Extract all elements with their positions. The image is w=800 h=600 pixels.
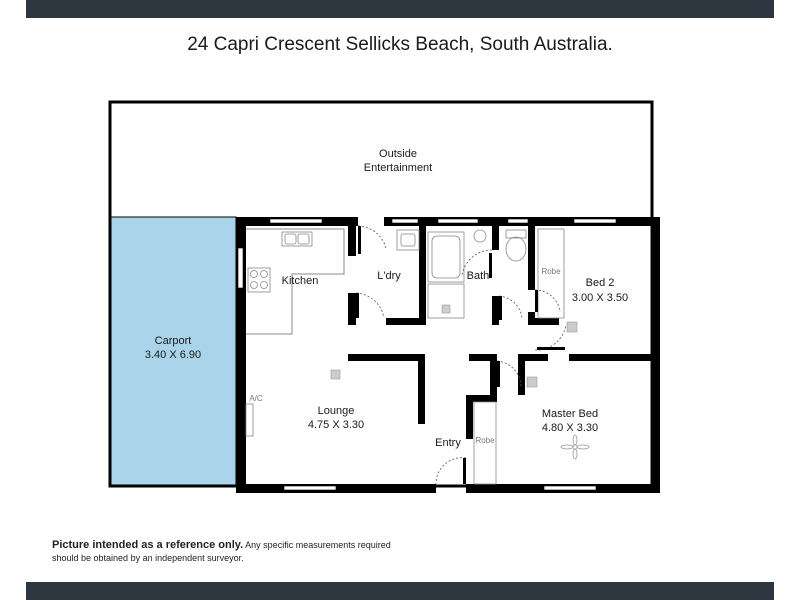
bathtub (427, 231, 465, 283)
bathtub-inner (431, 235, 461, 279)
label-master-dims: 4.80 X 3.30 (542, 422, 598, 434)
disclaimer-rest: Any specific measurements required shoul… (52, 540, 391, 563)
label-lounge-name: Lounge (318, 405, 355, 417)
laundry-tub-basin (400, 233, 416, 247)
label-robe-bed2: Robe (541, 267, 561, 276)
label-carport-dims: 3.40 X 6.90 (145, 349, 201, 361)
label-robe-master: Robe (475, 436, 495, 445)
page-title: 24 Capri Crescent Sellicks Beach, South … (187, 34, 613, 55)
door-leaves (356, 226, 565, 484)
label-outside-line2: Entertainment (364, 162, 432, 174)
label-carport-name: Carport (155, 335, 192, 347)
bottom-bar (26, 582, 774, 600)
disclaimer: Picture intended as a reference only. An… (52, 539, 392, 565)
robe-master (473, 401, 497, 485)
label-bed2-dims: 3.00 X 3.50 (572, 292, 628, 304)
ceiling-fixtures (330, 304, 578, 388)
label-laundry: L'dry (377, 270, 401, 282)
kitchen-bench (246, 228, 345, 335)
robe-bed2 (537, 228, 565, 319)
bath-vanity-basin (473, 229, 487, 243)
ac-unit (245, 403, 254, 437)
disclaimer-bold: Picture intended as a reference only. (52, 539, 244, 551)
laundry-tub (396, 229, 420, 251)
ceiling-fan-icon (560, 434, 590, 460)
toilet-bowl (505, 236, 527, 262)
toilet-cistern (505, 229, 527, 239)
label-outside-line1: Outside (379, 148, 417, 160)
label-kitchen: Kitchen (282, 275, 319, 287)
label-master-name: Master Bed (542, 408, 598, 420)
stove-cooktop (247, 267, 271, 293)
carport-area (110, 216, 237, 486)
shower (427, 283, 465, 319)
top-bar (26, 0, 774, 18)
interior-walls (348, 226, 651, 439)
label-lounge-dims: 4.75 X 3.30 (308, 419, 364, 431)
windows (237, 218, 617, 491)
label-ac: A/C (249, 394, 263, 403)
label-entry: Entry (435, 437, 461, 449)
label-bed2-name: Bed 2 (586, 277, 615, 289)
label-bath: Bath (467, 270, 490, 282)
kitchen-sink (281, 231, 313, 247)
